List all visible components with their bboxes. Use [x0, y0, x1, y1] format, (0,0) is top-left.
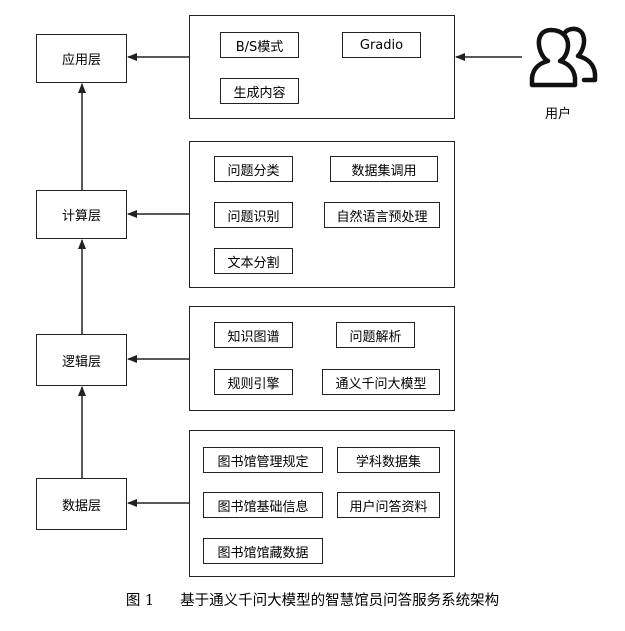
- layer-app: 应用层: [36, 34, 127, 83]
- figure-number: 图 1: [125, 593, 155, 609]
- figure-title: 基于通义千问大模型的智慧馆员问答服务系统架构: [180, 593, 500, 609]
- item-library-regulations: 图书馆管理规定: [203, 447, 323, 473]
- item-subject-dataset: 学科数据集: [337, 447, 440, 473]
- layer-logic-label: 逻辑层: [61, 354, 101, 370]
- item-knowledge-graph: 知识图谱: [214, 322, 293, 348]
- users-icon: [529, 26, 598, 88]
- item-knowledge-graph-label: 知识图谱: [227, 329, 280, 345]
- item-dataset-call-label: 数据集调用: [351, 163, 417, 179]
- item-question-parsing-label: 问题解析: [349, 329, 402, 345]
- layer-data: 数据层: [36, 478, 127, 530]
- item-dataset-call: 数据集调用: [330, 156, 438, 182]
- item-rule-engine: 规则引擎: [214, 369, 293, 395]
- item-user-qa-materials-label: 用户问答资料: [349, 499, 428, 515]
- figure-caption: 图 1 基于通义千问大模型的智慧馆员问答服务系统架构: [0, 589, 625, 610]
- item-library-collection-data-label: 图书馆馆藏数据: [217, 545, 309, 561]
- item-tongyi-model: 通义千问大模型: [322, 369, 440, 395]
- item-question-recognition: 问题识别: [214, 202, 293, 228]
- item-subject-dataset-label: 学科数据集: [355, 454, 421, 470]
- item-text-segmentation: 文本分割: [214, 248, 293, 274]
- item-question-classification: 问题分类: [214, 156, 293, 182]
- item-nlp-preprocessing: 自然语言预处理: [324, 202, 440, 228]
- item-generated-content: 生成内容: [220, 78, 299, 104]
- item-library-collection-data: 图书馆馆藏数据: [203, 538, 323, 564]
- layer-data-label: 数据层: [61, 498, 101, 514]
- layer-compute: 计算层: [36, 190, 127, 239]
- layer-app-label: 应用层: [61, 53, 101, 68]
- item-gradio: Gradio: [342, 32, 421, 58]
- item-tongyi-model-label: 通义千问大模型: [335, 376, 427, 392]
- item-rule-engine-label: 规则引擎: [227, 376, 280, 392]
- item-library-basic-info-label: 图书馆基础信息: [217, 499, 309, 515]
- item-gradio-label: Gradio: [359, 37, 404, 53]
- layer-logic: 逻辑层: [36, 334, 127, 386]
- item-bs-mode: B/S模式: [220, 32, 299, 58]
- item-text-segmentation-label: 文本分割: [227, 255, 280, 271]
- layer-compute-label: 计算层: [61, 209, 101, 224]
- item-bs-mode-label: B/S模式: [235, 39, 284, 55]
- item-user-qa-materials: 用户问答资料: [337, 492, 440, 518]
- item-library-basic-info: 图书馆基础信息: [203, 492, 323, 518]
- item-question-recognition-label: 问题识别: [227, 209, 280, 225]
- item-question-parsing: 问题解析: [336, 322, 415, 348]
- item-nlp-preprocessing-label: 自然语言预处理: [336, 209, 428, 225]
- item-question-classification-label: 问题分类: [227, 163, 280, 179]
- item-library-regulations-label: 图书馆管理规定: [217, 454, 309, 470]
- item-generated-content-label: 生成内容: [233, 85, 286, 101]
- user-label: 用户: [545, 107, 572, 122]
